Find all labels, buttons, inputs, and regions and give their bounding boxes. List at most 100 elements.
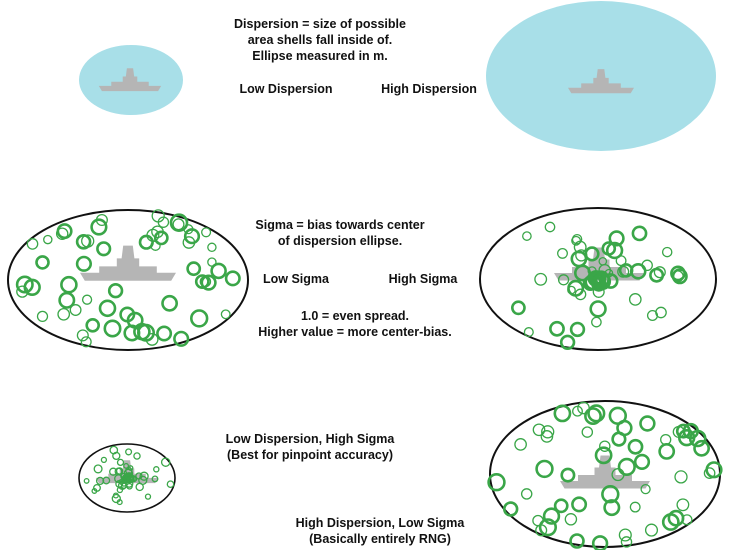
shell-impact-icon: [194, 274, 210, 289]
shell-impact-icon: [69, 304, 82, 316]
shell-impact-icon: [95, 476, 105, 486]
ship-hull-icon: [80, 245, 176, 281]
sigma-definition: Sigma = bias towards center of dispersio…: [235, 217, 445, 249]
shell-impact-icon: [582, 275, 599, 291]
shell-impact-icon: [577, 401, 590, 415]
high-sigma-ellipse: [479, 207, 717, 351]
shell-impact-icon: [93, 464, 103, 474]
shell-impact-icon: [139, 471, 149, 481]
shell-impact-icon: [520, 488, 533, 500]
ship-low-dispersion-high-sigma-icon: [95, 460, 159, 484]
shell-impact-icon: [144, 493, 152, 500]
sigma-definition-line: of dispersion ellipse.: [277, 234, 403, 248]
shell-impact-icon: [98, 299, 117, 318]
shell-impact-icon: [646, 309, 659, 322]
shell-impact-icon: [514, 438, 527, 451]
shell-impact-icon: [703, 467, 716, 479]
shell-impact-icon: [153, 466, 160, 473]
shell-impact-icon: [676, 498, 690, 512]
shell-impact-icon: [111, 493, 121, 504]
shell-impact-icon: [114, 467, 123, 476]
shell-impact-icon: [169, 213, 189, 232]
high-sigma-label: High Sigma: [388, 272, 458, 286]
shell-impact-icon: [90, 218, 108, 236]
shell-impact-icon: [589, 300, 607, 318]
shell-impact-icon: [584, 246, 600, 262]
shell-impact-icon: [201, 227, 212, 238]
shell-impact-icon: [43, 234, 53, 245]
shell-impact-icon: [598, 256, 608, 266]
shell-impact-icon: [151, 209, 165, 223]
shell-impact-icon: [593, 278, 602, 287]
shell-impact-icon: [549, 320, 565, 337]
combo-b-line: High Dispersion, Low Sigma: [295, 516, 465, 530]
shell-impact-icon: [76, 329, 89, 342]
shell-impact-icon: [207, 242, 217, 253]
shell-impact-icon: [581, 426, 594, 438]
low-dispersion-label: Low Dispersion: [239, 82, 333, 96]
shell-impact-icon: [571, 233, 583, 245]
ship-high-dispersion-low-sigma-icon: [560, 455, 650, 489]
shell-impact-icon: [523, 327, 534, 338]
shell-impact-icon: [56, 223, 73, 240]
shell-impact-icon: [35, 255, 50, 270]
shell-impact-icon: [119, 306, 136, 323]
high-dispersion-label: High Dispersion: [381, 82, 477, 96]
shell-impact-icon: [511, 300, 526, 316]
ship-high-dispersion-icon: [568, 69, 634, 94]
shell-impact-icon: [151, 475, 159, 483]
shell-impact-icon: [591, 316, 602, 328]
shell-impact-icon: [146, 228, 160, 242]
shell-impact-icon: [661, 246, 673, 258]
shell-impact-icon: [95, 213, 108, 227]
dispersion-definition-line: Dispersion = size of possible: [234, 17, 406, 31]
sigma-note-line: 1.0 = even spread.: [300, 309, 410, 323]
shell-impact-icon: [135, 482, 144, 492]
shell-impact-icon: [116, 486, 124, 494]
shell-impact-icon: [661, 513, 680, 531]
shell-impact-icon: [649, 267, 665, 283]
shell-impact-icon: [96, 241, 112, 257]
shell-impact-icon: [133, 452, 141, 460]
shell-impact-icon: [660, 433, 672, 446]
shell-impact-icon: [569, 321, 586, 338]
shell-impact-icon: [161, 294, 178, 312]
sigma-note-line: Higher value = more center-bias.: [258, 325, 452, 339]
shell-impact-icon: [567, 285, 576, 295]
shell-impact-icon: [670, 265, 686, 282]
shell-impact-icon: [674, 470, 688, 484]
ship-low-dispersion-icon: [98, 68, 162, 92]
shell-impact-icon: [534, 272, 548, 286]
shell-impact-icon: [81, 234, 95, 248]
shell-impact-icon: [584, 407, 602, 425]
dispersion-definition-line: area shells fall inside of.: [247, 33, 393, 47]
shell-impact-icon: [681, 514, 693, 526]
shell-impact-icon: [705, 461, 723, 479]
shell-impact-icon: [75, 255, 92, 272]
shell-impact-icon: [26, 238, 39, 250]
shell-impact-icon: [36, 310, 49, 323]
shell-impact-icon: [594, 446, 613, 465]
combo-b-line: (Basically entirely RNG): [309, 532, 451, 546]
shell-impact-icon: [109, 445, 119, 455]
shell-impact-icon: [553, 498, 569, 514]
shell-impact-icon: [633, 453, 651, 471]
shell-impact-icon: [55, 227, 69, 240]
shell-impact-icon: [693, 439, 710, 457]
shell-impact-icon: [224, 270, 241, 287]
shell-impact-icon: [553, 404, 572, 423]
shell-impact-icon: [608, 230, 625, 247]
shell-impact-icon: [85, 317, 100, 333]
shell-impact-icon: [173, 330, 190, 347]
combo-low-dispersion-high-sigma: Low Dispersion, High Sigma (Best for pin…: [210, 431, 410, 463]
low-dispersion-high-sigma-ellipse: [78, 443, 176, 513]
shell-impact-icon: [620, 536, 633, 548]
shell-impact-icon: [675, 423, 691, 439]
shell-impact-icon: [603, 499, 621, 517]
shell-impact-icon: [107, 283, 124, 299]
shell-impact-icon: [570, 250, 588, 268]
shell-impact-icon: [190, 309, 209, 328]
shell-impact-icon: [560, 467, 576, 483]
shell-impact-icon: [653, 266, 666, 279]
shell-impact-icon: [183, 228, 201, 245]
